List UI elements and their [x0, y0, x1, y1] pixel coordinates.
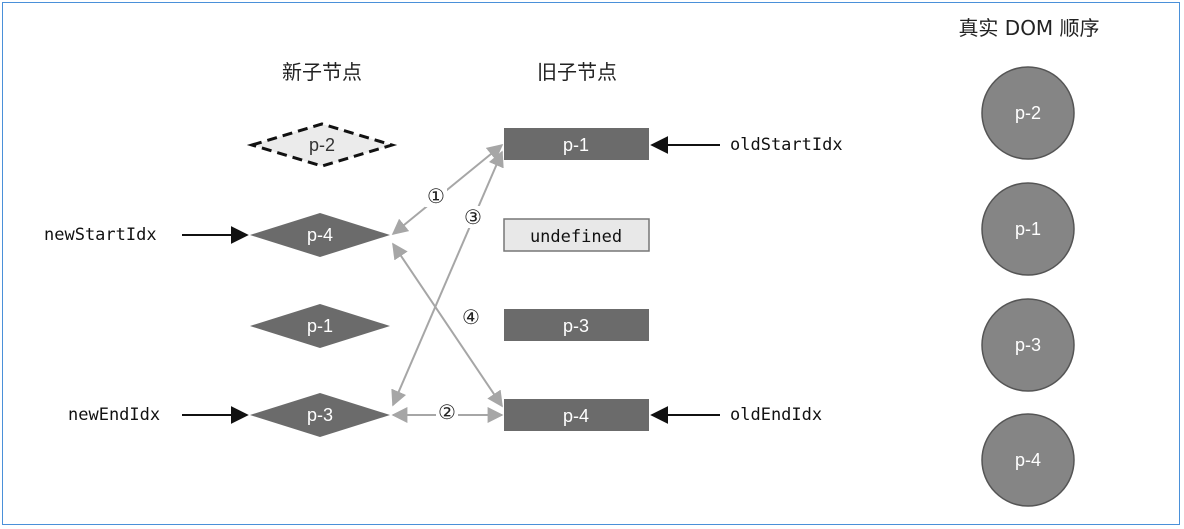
old-node-label: p-3 — [563, 316, 589, 336]
new-node-shape — [250, 393, 390, 437]
connector-step-4 — [392, 242, 503, 408]
connectors — [391, 143, 504, 423]
old-node: p-1 — [504, 128, 649, 160]
old-node-label: p-4 — [563, 406, 589, 426]
step-markers: ① ② ③ ④ — [425, 184, 484, 424]
old-node: p-3 — [504, 309, 649, 341]
old-node: undefined — [503, 218, 650, 252]
new-end-idx-label: newEndIdx — [68, 405, 160, 425]
new-node-label: p-1 — [307, 316, 333, 336]
new-node-shape — [250, 304, 390, 348]
new-children: p-2 p-4 p-1 p-3 — [246, 122, 398, 437]
dom-node: p-4 — [981, 413, 1075, 507]
old-end-idx-label: oldEndIdx — [730, 405, 822, 425]
new-node: p-2 — [246, 122, 398, 168]
real-dom-order-header: 真实 DOM 顺序 — [958, 16, 1099, 40]
step-marker-2: ② — [438, 400, 456, 424]
dom-node: p-2 — [981, 66, 1075, 160]
new-node-label: p-3 — [307, 405, 333, 425]
step-marker-4: ④ — [462, 305, 480, 329]
real-dom-nodes: p-2 p-1 p-3 p-4 — [981, 66, 1075, 507]
new-node-label: p-2 — [309, 135, 335, 155]
step-marker-3: ③ — [464, 205, 482, 229]
old-children: p-1 undefined p-3 p-4 — [503, 128, 650, 431]
dom-node-label: p-1 — [1015, 219, 1041, 239]
old-node-shape — [504, 309, 649, 341]
dom-node-circle — [981, 182, 1075, 276]
old-node-label: p-1 — [563, 135, 589, 155]
new-children-header: 新子节点 — [282, 60, 362, 84]
old-start-idx-label: oldStartIdx — [730, 135, 843, 155]
dom-node-label: p-3 — [1015, 335, 1041, 355]
step-marker-1: ① — [427, 184, 445, 208]
new-start-idx-label: newStartIdx — [44, 225, 157, 245]
old-node-shape — [503, 218, 650, 252]
dom-node-circle — [981, 66, 1075, 160]
dom-node: p-1 — [981, 182, 1075, 276]
new-node: p-4 — [250, 213, 390, 257]
dom-node-circle — [981, 413, 1075, 507]
old-node-label: undefined — [530, 227, 622, 247]
new-node-shape — [250, 213, 390, 257]
new-node: p-1 — [250, 304, 390, 348]
new-node-label: p-4 — [307, 225, 333, 245]
pointers: newStartIdx newEndIdx oldStartIdx oldEnd… — [44, 135, 843, 425]
new-node: p-3 — [250, 393, 390, 437]
old-children-header: 旧子节点 — [537, 60, 617, 84]
dom-node-circle — [981, 298, 1075, 392]
old-node: p-4 — [504, 399, 649, 431]
dom-node-label: p-4 — [1015, 450, 1041, 470]
old-node-shape — [504, 128, 649, 160]
new-node-shape — [246, 122, 398, 168]
dom-node-label: p-2 — [1015, 103, 1041, 123]
old-node-shape — [504, 399, 649, 431]
dom-node: p-3 — [981, 298, 1075, 392]
